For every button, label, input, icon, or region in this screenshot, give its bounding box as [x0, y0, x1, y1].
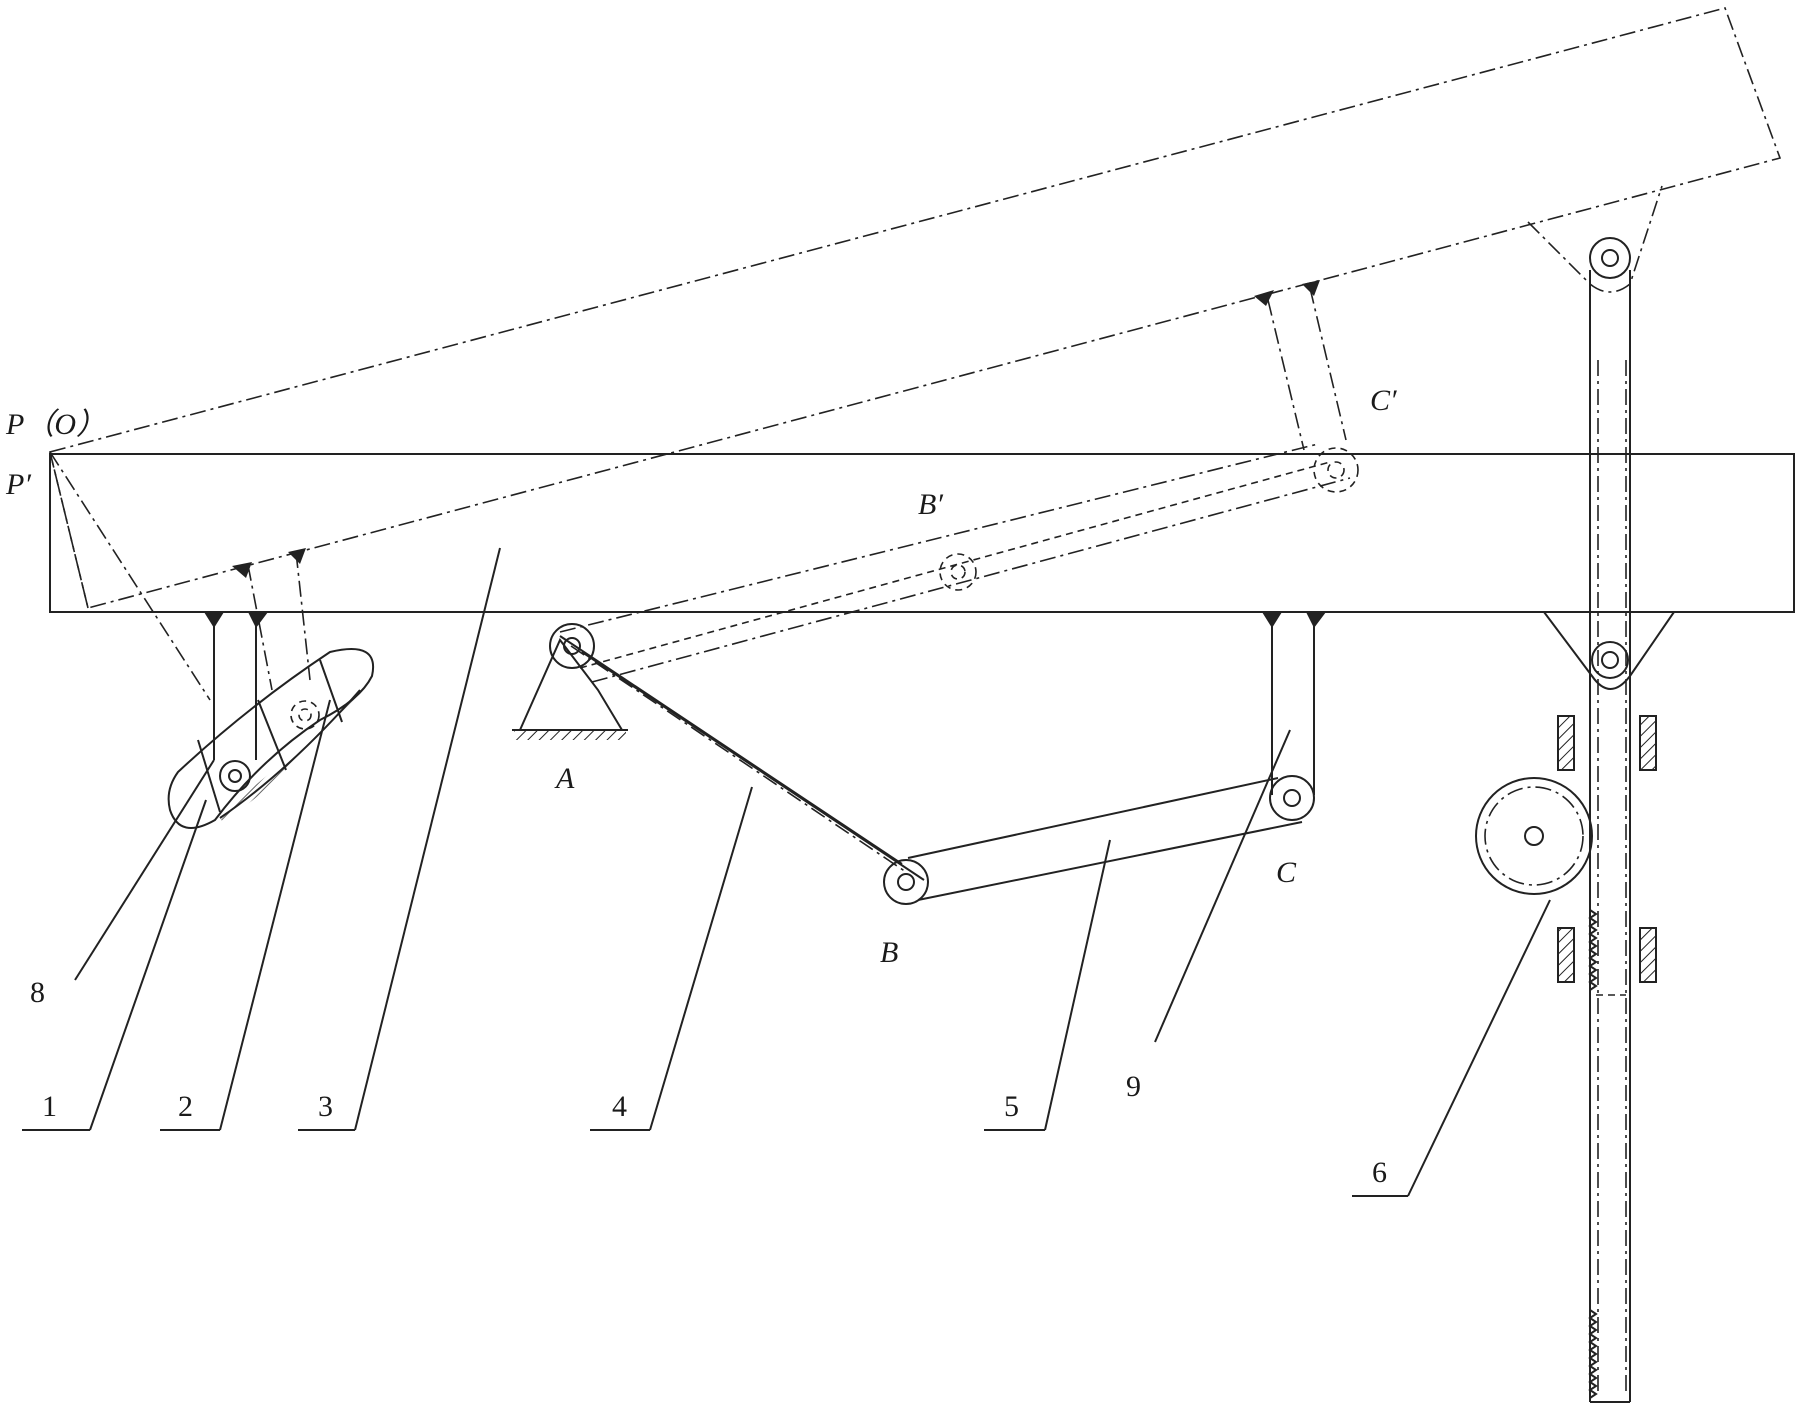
callout-4: 4 — [612, 1090, 627, 1123]
callout-2: 2 — [178, 1090, 193, 1123]
callout-3: 3 — [318, 1090, 333, 1123]
label-C-prime: C′ — [1370, 384, 1397, 417]
callout-8: 8 — [30, 976, 45, 1009]
callout-1: 1 — [42, 1090, 57, 1123]
joint-B-prime — [940, 554, 976, 590]
label-P-prime: P′ — [5, 468, 31, 501]
cam-plate — [169, 649, 373, 828]
leader-lines — [22, 548, 1550, 1196]
rack-bar — [1590, 270, 1630, 1402]
label-A: A — [554, 762, 575, 795]
label-P-O: P（O） — [5, 408, 106, 441]
label-B: B — [880, 936, 898, 969]
joint-B — [884, 860, 928, 904]
frame-beam-raised — [50, 8, 1780, 608]
label-C: C — [1276, 856, 1297, 889]
joint-C — [1270, 776, 1314, 820]
callout-5: 5 — [1004, 1090, 1019, 1123]
link-4 — [560, 636, 924, 880]
pivot-line-arm — [50, 452, 210, 700]
callout-6: 6 — [1372, 1156, 1387, 1189]
link-raised — [560, 444, 1350, 682]
link-9 — [1262, 612, 1326, 795]
guide-block — [1558, 716, 1574, 770]
callout-9: 9 — [1126, 1070, 1141, 1103]
frame-beam — [50, 454, 1794, 612]
label-B-prime: B′ — [918, 488, 943, 521]
pinion-gear — [1476, 778, 1592, 894]
cam-pin — [220, 761, 250, 791]
